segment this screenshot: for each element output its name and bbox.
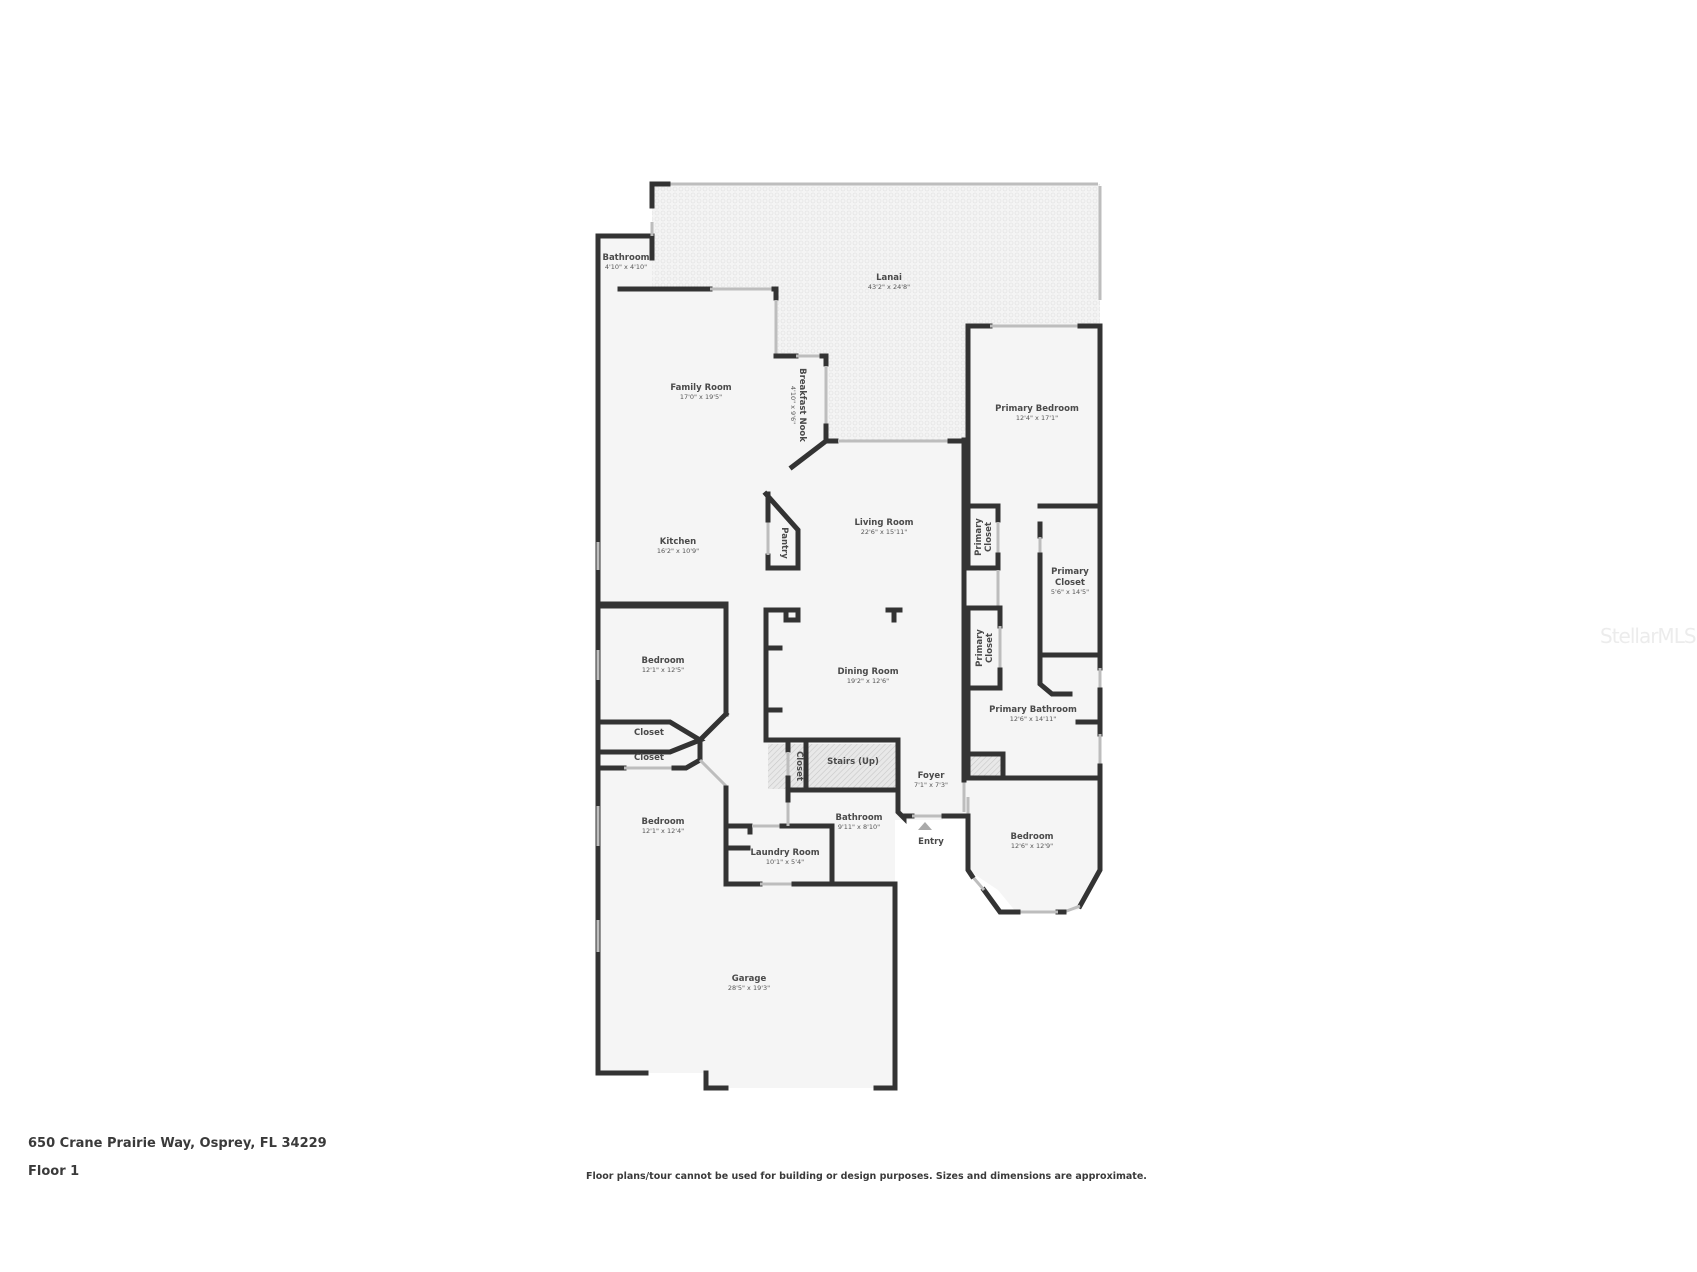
svg-text:Kitchen: Kitchen xyxy=(660,537,696,547)
svg-text:Dining Room: Dining Room xyxy=(837,667,898,677)
svg-text:28'5" x 19'3": 28'5" x 19'3" xyxy=(728,984,770,992)
svg-text:Bedroom: Bedroom xyxy=(1010,832,1053,842)
svg-text:12'4" x 17'1": 12'4" x 17'1" xyxy=(1016,414,1058,422)
svg-text:Primary: Primary xyxy=(975,629,985,667)
svg-text:Closet: Closet xyxy=(984,522,994,552)
svg-text:Primary: Primary xyxy=(974,518,984,556)
svg-text:Closet: Closet xyxy=(985,633,995,663)
svg-text:Primary: Primary xyxy=(1051,567,1089,577)
svg-text:4'10" x 4'10": 4'10" x 4'10" xyxy=(605,263,647,271)
svg-text:43'2" x 24'8": 43'2" x 24'8" xyxy=(868,283,910,291)
svg-text:Bathroom: Bathroom xyxy=(602,253,649,263)
floor-label: Floor 1 xyxy=(28,1164,80,1179)
svg-text:Bedroom: Bedroom xyxy=(641,656,684,666)
svg-text:16'2" x 10'9": 16'2" x 10'9" xyxy=(657,547,699,555)
svg-text:Entry: Entry xyxy=(918,837,944,847)
svg-text:Family Room: Family Room xyxy=(670,383,731,393)
svg-text:Lanai: Lanai xyxy=(876,273,902,283)
svg-text:22'6" x 15'11": 22'6" x 15'11" xyxy=(861,528,907,536)
property-address: 650 Crane Prairie Way, Osprey, FL 34229 xyxy=(28,1136,327,1151)
svg-text:Closet: Closet xyxy=(1055,578,1085,588)
svg-text:Closet: Closet xyxy=(794,751,804,781)
svg-text:12'1" x 12'5": 12'1" x 12'5" xyxy=(642,666,684,674)
svg-text:Stairs (Up): Stairs (Up) xyxy=(827,757,879,767)
svg-text:5'6" x 14'5": 5'6" x 14'5" xyxy=(1051,588,1089,596)
disclaimer-text: Floor plans/tour cannot be used for buil… xyxy=(586,1171,1147,1182)
svg-text:Laundry Room: Laundry Room xyxy=(750,848,819,858)
svg-text:Bedroom: Bedroom xyxy=(641,817,684,827)
svg-text:12'6" x 14'11": 12'6" x 14'11" xyxy=(1010,715,1056,723)
entry-arrow-icon xyxy=(918,822,932,830)
svg-text:Bathroom: Bathroom xyxy=(835,813,882,823)
watermark-logo: StellarMLS xyxy=(1600,624,1697,648)
svg-text:12'1" x 12'4": 12'1" x 12'4" xyxy=(642,827,684,835)
svg-text:10'1" x 5'4": 10'1" x 5'4" xyxy=(766,858,804,866)
svg-text:Primary Bedroom: Primary Bedroom xyxy=(995,404,1079,414)
svg-text:Pantry: Pantry xyxy=(779,527,789,559)
room-labels: Bathroom 4'10" x 4'10" Lanai 43'2" x 24'… xyxy=(602,253,1089,992)
svg-text:7'1" x 7'3": 7'1" x 7'3" xyxy=(914,781,948,789)
svg-text:4'10" x 9'6": 4'10" x 9'6" xyxy=(789,386,797,424)
walls xyxy=(595,181,1103,1091)
svg-text:Primary Bathroom: Primary Bathroom xyxy=(989,705,1077,715)
svg-text:Closet: Closet xyxy=(634,728,664,738)
svg-text:17'0" x 19'5": 17'0" x 19'5" xyxy=(680,393,722,401)
room-lanai xyxy=(652,182,1102,441)
svg-text:12'6" x 12'9": 12'6" x 12'9" xyxy=(1011,842,1053,850)
svg-text:Closet: Closet xyxy=(634,753,664,763)
svg-text:Breakfast Nook: Breakfast Nook xyxy=(797,368,807,442)
svg-text:19'2" x 12'6": 19'2" x 12'6" xyxy=(847,677,889,685)
svg-text:Garage: Garage xyxy=(732,974,767,984)
svg-text:9'11" x 8'10": 9'11" x 8'10" xyxy=(838,823,880,831)
svg-text:Living Room: Living Room xyxy=(855,518,914,528)
svg-text:Foyer: Foyer xyxy=(918,771,946,781)
